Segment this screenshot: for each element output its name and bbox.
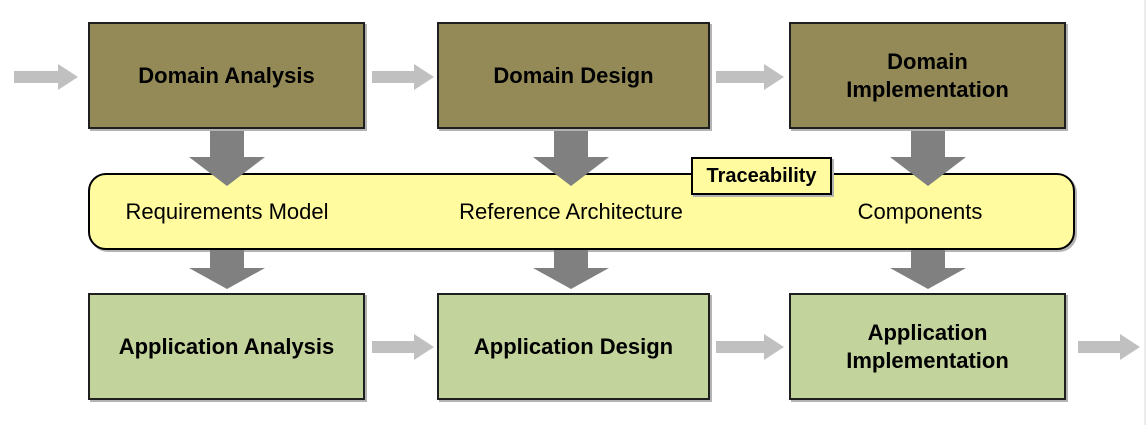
page-edge-line: [1144, 0, 1146, 425]
down-arrow-icon: [533, 131, 609, 186]
process-box-application-implementation: Application Implementation: [789, 293, 1066, 400]
band-label-reference-architecture: Reference Architecture: [459, 198, 683, 224]
down-arrow-icon: [189, 131, 265, 186]
band-label-requirements-model: Requirements Model: [125, 198, 329, 224]
box-label: Application Analysis: [118, 333, 335, 359]
right-arrow-icon: [716, 334, 784, 360]
process-box-domain-analysis: Domain Analysis: [88, 22, 365, 129]
down-arrow-icon: [189, 250, 265, 289]
right-arrow-icon: [372, 334, 434, 360]
right-arrow-icon: [716, 64, 784, 90]
box-label: Application Implementation: [846, 320, 1009, 373]
process-box-application-design: Application Design: [437, 293, 710, 400]
process-box-domain-implementation: Domain Implementation: [789, 22, 1066, 129]
flow-in-arrow-icon: [14, 64, 78, 90]
box-label: Domain Analysis: [138, 62, 315, 88]
box-label: Application Design: [473, 333, 674, 359]
process-box-application-analysis: Application Analysis: [88, 293, 365, 400]
process-box-domain-design: Domain Design: [437, 22, 710, 129]
down-arrow-icon: [890, 250, 966, 289]
down-arrow-icon: [890, 131, 966, 186]
box-label: Domain Implementation: [846, 49, 1009, 102]
down-arrow-icon: [533, 250, 609, 289]
right-arrow-icon: [372, 64, 434, 90]
box-label: Domain Design: [493, 62, 654, 88]
band-label-components: Components: [857, 198, 983, 224]
traceability-tag: Traceability: [691, 157, 832, 195]
flow-out-arrow-icon: [1078, 334, 1140, 360]
